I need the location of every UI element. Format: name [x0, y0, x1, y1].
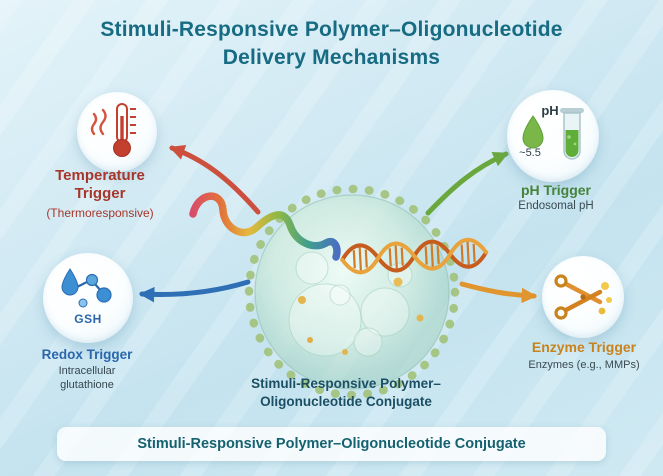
arrow-enzyme [459, 281, 538, 304]
enzyme-icon-circle [542, 256, 624, 338]
temperature-trigger-subtitle: (Thermoresponsive) [46, 206, 154, 220]
redox-trigger-label: Redox Trigger [41, 347, 133, 362]
dna-helix [340, 237, 489, 275]
ph-trigger-subtitle: Endosomal pH [518, 200, 594, 212]
vesicle-inner-bubbles [288, 251, 413, 357]
enzyme-trigger-subtitle: Enzymes (e.g., MMPs) [528, 359, 640, 371]
polymer-chain [189, 192, 341, 261]
title-line1: Stimuli-Responsive Polymer–Oligonucleoti… [100, 18, 563, 41]
enzyme-trigger-label: Enzyme Trigger [531, 339, 637, 355]
redox-icon-circle [43, 253, 133, 343]
gsh-icon-label: GSH [74, 312, 102, 326]
temperature-trigger-label-line2: Trigger [74, 185, 126, 202]
footer-label: Stimuli-Responsive Polymer–Oligonucleoti… [137, 436, 526, 452]
title-line2: Delivery Mechanisms [222, 46, 441, 69]
center-caption-line2: Oligonucleotide Conjugate [260, 394, 432, 409]
dna-rungs [352, 240, 476, 272]
thermometer-icon [90, 103, 136, 157]
gsh-molecule-icon [61, 268, 112, 308]
center-caption-line1: Stimuli-Responsive Polymer– [251, 376, 441, 391]
vesicle-gold-dots [298, 277, 424, 355]
scissors-icon [554, 274, 612, 320]
temperature-trigger-label-line1: Temperature [55, 167, 145, 184]
ph-icon-label: pH [541, 103, 559, 118]
footer-bar: Stimuli-Responsive Polymer–Oligonucleoti… [57, 427, 606, 461]
arrow-ph [425, 151, 509, 216]
ph-icon-circle [507, 90, 599, 182]
arrow-redox [138, 279, 251, 303]
redox-trigger-subtitle-line2: glutathione [60, 379, 114, 391]
temperature-icon-circle [77, 92, 157, 172]
ph-trigger-label: pH Trigger [520, 182, 592, 198]
vesicle-illustration [244, 184, 460, 400]
arrow-temperature [169, 144, 261, 215]
redox-trigger-subtitle-line1: Intracellular [58, 365, 116, 377]
ph-droplet-testtube-icon [522, 108, 584, 160]
ph-icon-value: ~5.5 [519, 147, 541, 159]
